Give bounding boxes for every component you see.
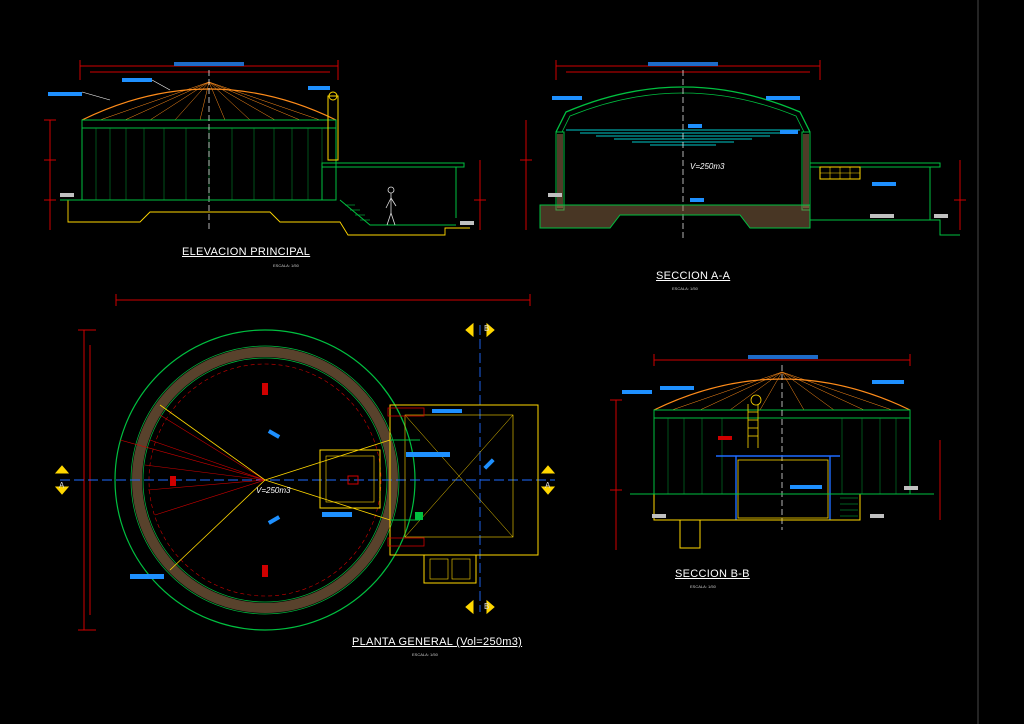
- cut-label-b-top: B: [484, 324, 490, 333]
- section-b-valve-frame: [716, 455, 840, 520]
- section-a-floor-slab: [539, 204, 811, 229]
- section-b-callouts: [622, 380, 918, 518]
- plan-volume: V=250m3: [256, 486, 291, 495]
- section-a-walls: [555, 131, 811, 211]
- elevation-foundation: [60, 199, 470, 236]
- elevation-valve-house: [321, 162, 465, 226]
- section-marker-b-bottom: [465, 599, 495, 615]
- elevation-view: [44, 60, 486, 236]
- elevation-title: ELEVACION PRINCIPAL: [182, 246, 311, 258]
- section-marker-b-top: [465, 322, 495, 338]
- section-b-scale: ESCALA: 1/50: [690, 584, 716, 589]
- cut-label-b-bottom: B: [484, 602, 490, 611]
- elevation-scale: ESCALA: 1/50: [273, 263, 299, 268]
- section-a-callouts: [548, 96, 948, 218]
- cut-label-a-right: A: [545, 481, 551, 490]
- plan-valve-chamber: [319, 449, 381, 509]
- section-b-title: SECCION B-B: [675, 568, 750, 580]
- section-a-view: [520, 60, 966, 240]
- elevation-callouts: [48, 78, 474, 225]
- section-b-ladder: [747, 394, 762, 448]
- plan-title: PLANTA GENERAL (Vol=250m3): [352, 636, 523, 648]
- plan-callouts: [130, 383, 495, 579]
- plan-scale: ESCALA: 1/50: [412, 652, 438, 657]
- cut-label-a-left: A: [59, 481, 65, 490]
- section-a-title: SECCION A-A: [656, 270, 731, 282]
- section-a-annex: [809, 162, 960, 236]
- section-b-dimensions: [610, 354, 941, 550]
- section-a-roof-shell: [555, 86, 811, 133]
- section-a-volume: V=250m3: [690, 162, 725, 171]
- elevation-top-dimensions: [44, 60, 486, 230]
- plan-view: [54, 294, 556, 631]
- section-marker-a-right: [540, 465, 556, 495]
- plan-radial-lines: [119, 414, 266, 516]
- human-figure: [385, 186, 397, 226]
- section-marker-a-left: [54, 465, 70, 495]
- section-a-scale: ESCALA: 1/50: [672, 286, 698, 291]
- section-b-view: [610, 354, 941, 550]
